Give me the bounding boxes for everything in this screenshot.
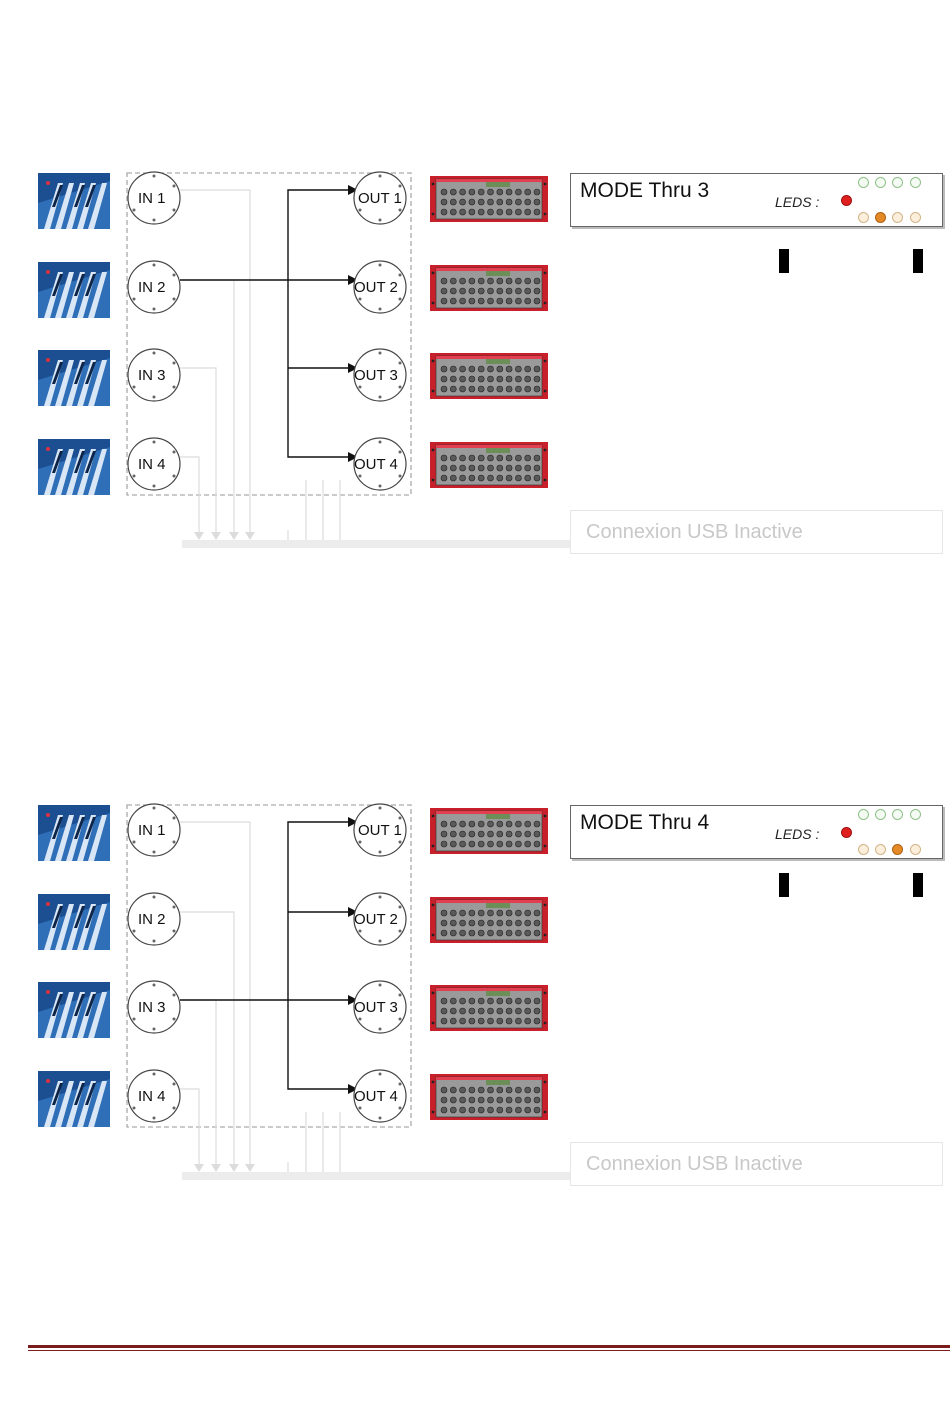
led-marker [913,249,923,273]
leds-label: LEDS : [775,194,819,210]
in-4-label: IN 4 [138,456,166,473]
out-1-label: OUT 1 [358,822,402,839]
led-bottom-1 [858,212,869,223]
route-arrows [348,817,358,1094]
leds-label: LEDS : [775,826,819,842]
diagram-mode-thru-4: IN 1 IN 2 IN 3 IN 4 OUT 1 OUT 2 OUT 3 OU… [0,802,950,1202]
keyboard-icon [38,262,110,318]
out-4-label: OUT 4 [354,1088,398,1105]
active-route [180,822,350,1089]
keyboard-icon [38,1071,110,1127]
mode-title: MODE Thru 4 [580,811,709,835]
in-4-label: IN 4 [138,1088,166,1105]
rack-synth-image [430,353,548,399]
led-bottom-1 [858,844,869,855]
keyboard-icon [38,173,110,229]
keyboard-image [38,350,110,406]
keyboard-icon [38,439,110,495]
led-power-indicator [841,827,852,838]
keyboard-image [38,805,110,861]
led-bottom-4 [910,212,921,223]
out-2-label: OUT 2 [354,911,398,928]
in-1-label: IN 1 [138,190,166,207]
rack-synth-image [430,897,548,943]
led-marker [913,873,923,897]
din-pins [133,175,402,488]
in-3-label: IN 3 [138,999,166,1016]
out-3-label: OUT 3 [354,367,398,384]
rack-synth-image [430,265,548,311]
in-1-label: IN 1 [138,822,166,839]
led-top-2 [875,177,886,188]
keyboard-image [38,439,110,495]
led-top-3 [892,177,903,188]
usb-feed-lines [180,822,340,1172]
usb-status-panel: Connexion USB Inactive [570,510,943,554]
in-2-label: IN 2 [138,279,166,296]
rack-synth-icon [430,176,548,222]
rack-synth-icon [430,442,548,488]
rack-synth-image [430,176,548,222]
usb-status-panel: Connexion USB Inactive [570,1142,943,1186]
out-1-label: OUT 1 [358,190,402,207]
rack-synth-image [430,808,548,854]
led-top-3 [892,809,903,820]
footer-rule [28,1345,950,1352]
keyboard-icon [38,350,110,406]
led-bottom-2 [875,212,886,223]
usb-feed-arrows [194,1164,255,1172]
rack-synth-icon [430,897,548,943]
route-arrows [348,185,358,462]
footer-rule-thick [28,1345,950,1348]
rack-synth-image [430,442,548,488]
din-ports [128,172,406,490]
usb-feed-lines [180,190,340,540]
rack-synth-icon [430,1074,548,1120]
keyboard-image [38,894,110,950]
led-marker [779,873,789,897]
diagram-mode-thru-3: IN 1 IN 2 IN 3 IN 4 OUT 1 OUT 2 OUT 3 OU… [0,170,950,570]
keyboard-icon [38,982,110,1038]
active-route [180,190,350,457]
mode-panel: MODE Thru 3 LEDS : [570,173,943,227]
led-bottom-3 [892,212,903,223]
keyboard-image [38,173,110,229]
led-bottom-2 [875,844,886,855]
usb-status-text: Connexion USB Inactive [586,1153,803,1176]
led-top-4 [910,809,921,820]
out-4-label: OUT 4 [354,456,398,473]
keyboard-image [38,1071,110,1127]
rack-synth-icon [430,265,548,311]
out-2-label: OUT 2 [354,279,398,296]
led-top-4 [910,177,921,188]
mode-title: MODE Thru 3 [580,179,709,203]
led-bottom-4 [910,844,921,855]
din-ports [128,804,406,1122]
rack-synth-image [430,1074,548,1120]
din-pins [133,807,402,1120]
keyboard-image [38,982,110,1038]
rack-synth-image [430,985,548,1031]
rack-synth-icon [430,353,548,399]
mode-panel: MODE Thru 4 LEDS : [570,805,943,859]
keyboard-icon [38,894,110,950]
rack-synth-icon [430,985,548,1031]
led-bottom-3 [892,844,903,855]
keyboard-icon [38,805,110,861]
in-2-label: IN 2 [138,911,166,928]
usb-feed-arrows [194,532,255,540]
rack-synth-icon [430,808,548,854]
keyboard-image [38,262,110,318]
led-top-1 [858,809,869,820]
out-3-label: OUT 3 [354,999,398,1016]
led-power-indicator [841,195,852,206]
footer-rule-thin [28,1350,950,1351]
usb-status-text: Connexion USB Inactive [586,521,803,544]
led-top-2 [875,809,886,820]
led-top-1 [858,177,869,188]
in-3-label: IN 3 [138,367,166,384]
usb-bus [182,540,572,548]
led-marker [779,249,789,273]
usb-bus [182,1172,572,1180]
